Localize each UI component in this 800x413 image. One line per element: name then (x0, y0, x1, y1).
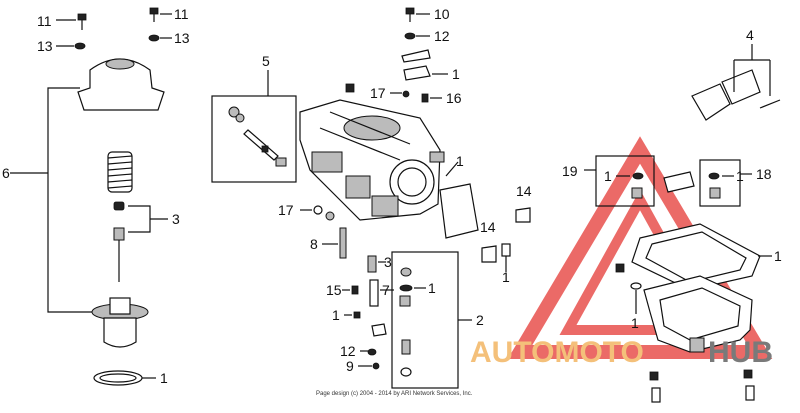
bowl-screw-right-body (745, 385, 755, 401)
o-ring (93, 370, 143, 386)
callout-4: 4 (746, 27, 754, 43)
callout-11a: 11 (37, 13, 52, 29)
screw-11 (77, 13, 87, 21)
carburetor-body (299, 83, 445, 221)
needle-holder (113, 227, 125, 241)
callout-1f: 1 (502, 269, 510, 285)
callout-1h: 1 (736, 168, 744, 184)
callout-17b: 17 (278, 202, 294, 218)
callout-14b: 14 (480, 219, 496, 235)
callout-18: 18 (756, 166, 772, 182)
callout-13b: 13 (174, 30, 190, 46)
top-screw-10-12 (401, 7, 448, 81)
callout-7: 7 (382, 282, 390, 298)
main-jet-3 (367, 255, 377, 273)
callout-10: 10 (434, 6, 450, 22)
screw-15 (351, 285, 359, 295)
callout-labels: 11 13 11 13 6 3 1 5 10 12 1 17 16 1 17 8… (2, 6, 782, 386)
callout-14a: 14 (516, 183, 532, 199)
top-screw-pair (148, 7, 172, 42)
callout-11b: 11 (174, 6, 189, 22)
callout-1i: 1 (774, 248, 782, 264)
screw-16 (421, 93, 429, 103)
watermark-wordmark: AUTOMOTO HUB (470, 336, 773, 369)
bowl-screw-left-body (651, 387, 661, 403)
washer-13 (74, 42, 86, 50)
drain-screw (615, 263, 625, 273)
bracket-6 (47, 87, 100, 313)
float-bowl-gasket (631, 223, 772, 291)
watermark-word-hub: HUB (708, 336, 773, 369)
float-valve-kit-19 (584, 155, 655, 207)
callout-1a: 1 (160, 370, 168, 386)
float-4 (691, 44, 781, 121)
callout-3b: 3 (384, 254, 392, 270)
callout-3a: 3 (172, 211, 180, 227)
kit-box-5 (211, 95, 297, 183)
callout-6: 6 (2, 165, 10, 181)
callout-1g: 1 (604, 168, 612, 184)
bowl-screw-right (743, 369, 753, 379)
float-valve-seat (663, 171, 695, 193)
callout-2: 2 (476, 312, 484, 328)
callout-13a: 13 (37, 38, 53, 54)
jet-kit-box-2 (391, 251, 472, 389)
float-pin-14 (515, 207, 531, 223)
callout-8: 8 (310, 236, 318, 252)
float-pin-14b (481, 245, 497, 263)
o-ring-17 (402, 90, 410, 98)
callout-1b: 1 (452, 66, 460, 82)
callout-1d: 1 (332, 307, 340, 323)
callout-17a: 17 (370, 85, 386, 101)
pilot-screw-kit (211, 70, 297, 183)
callout-19: 19 (562, 163, 578, 179)
watermark-word-automoto: AUTOMOTO (470, 336, 644, 369)
float-bowl-gasket-small (439, 183, 479, 239)
callout-1j: 1 (631, 315, 639, 331)
copyright-text: Page design (c) 2004 - 2014 by ARI Netwo… (316, 391, 473, 397)
callout-1e: 1 (428, 280, 436, 296)
spring (107, 151, 133, 193)
vacuum-piston (103, 317, 137, 348)
o-ring-17b (313, 205, 323, 215)
callout-16: 16 (446, 90, 462, 106)
callout-9: 9 (346, 358, 354, 374)
float-valve-kit-18 (699, 159, 752, 207)
callout-5: 5 (262, 53, 270, 69)
vacuum-chamber-assembly (10, 13, 168, 386)
callout-1c: 1 (456, 153, 464, 169)
needle-jet-8 (322, 227, 347, 259)
callout-12a: 12 (434, 28, 450, 44)
callout-15: 15 (326, 282, 342, 298)
needle-clip (113, 201, 125, 211)
bowl-screw-left (649, 371, 659, 381)
chamber-cover (77, 58, 165, 111)
float-bowl (643, 275, 753, 353)
jet-holder-7 (369, 279, 379, 307)
callout-12b: 12 (340, 343, 356, 359)
